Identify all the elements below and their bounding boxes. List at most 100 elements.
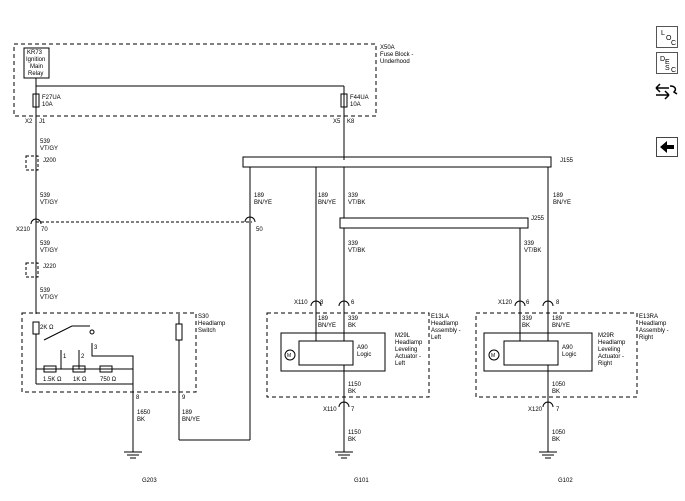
j155-label: J155 xyxy=(560,158,574,164)
m29l-name-4: Left xyxy=(395,361,405,367)
description-letter-d: D xyxy=(660,56,666,63)
wire-bk-f: BK xyxy=(552,389,560,395)
wire-bnye-e: BN/YE xyxy=(318,323,336,329)
ground-g101: G101 xyxy=(354,478,369,484)
s30-terminal-1: 1 xyxy=(63,354,67,360)
wire-539-d: 539 xyxy=(40,288,51,294)
s30-pin-8: 8 xyxy=(136,395,140,401)
location-letter-l: L xyxy=(661,30,665,37)
wire-539-b: 539 xyxy=(40,193,51,199)
wire-339-b: 339 xyxy=(348,241,359,247)
f44ua-amp: 10A xyxy=(350,102,361,108)
x110-pin-8: 8 xyxy=(320,300,324,306)
s30-r-750: 750 Ω xyxy=(100,377,117,383)
x120-bottom-label: X120 xyxy=(528,407,543,413)
m29r-logic-a: A90 xyxy=(562,345,573,351)
wire-bk-g: BK xyxy=(552,437,560,443)
e13la-name-2: Assembly - xyxy=(431,328,461,334)
splice-j255 xyxy=(339,217,529,229)
x110-top-label: X110 xyxy=(294,300,308,306)
resistor-2k xyxy=(32,321,40,335)
fuse-f44ua xyxy=(340,93,348,108)
m29l-name-3: Actuator - xyxy=(395,354,421,360)
f27ua-pin-b: J1 xyxy=(39,119,46,125)
x210-pin-50: 50 xyxy=(256,227,263,233)
fuse-block-x50a-outline xyxy=(13,43,377,117)
x120-pin-6: 6 xyxy=(526,300,530,306)
wire-539-c: 539 xyxy=(40,241,51,247)
headlamp-e13ra-outline xyxy=(475,312,638,398)
m29r-motor-label: M xyxy=(491,353,495,359)
wire-1150-b: 1150 xyxy=(348,430,362,436)
e13ra-name-1: Headlamp xyxy=(639,321,667,327)
m29r-label: M29R xyxy=(598,333,615,339)
splice-j220 xyxy=(25,262,39,278)
back-button[interactable] xyxy=(656,137,678,157)
m29r-logic-b: Logic xyxy=(562,352,576,358)
s30-terminal-3: 3 xyxy=(94,345,98,351)
x110-pin-7: 7 xyxy=(351,407,355,413)
wire-vtgy-b: VT/GY xyxy=(40,200,58,206)
e13ra-name-3: Right xyxy=(639,335,653,341)
f27ua-label: F27UA xyxy=(42,95,61,101)
fuse-bus xyxy=(35,78,344,87)
kr73-label-3: Main xyxy=(30,64,43,70)
m29l-logic-a: A90 xyxy=(357,345,368,351)
s30-name-1: Headlamp xyxy=(198,321,226,327)
wire-bnye-f: BN/YE xyxy=(552,323,570,329)
x50a-name-1: Fuse Block - xyxy=(380,52,413,58)
x210-pin-70: 70 xyxy=(41,227,48,233)
x110-bottom-label: X110 xyxy=(323,407,337,413)
wire-189-e: 189 xyxy=(318,316,329,322)
ground-g102-symbol xyxy=(539,451,557,459)
actuator-m29l-box xyxy=(280,332,386,372)
kr73-label-1: KR73 xyxy=(27,50,43,56)
m29l-name-1: Headlamp xyxy=(395,340,423,346)
wire-1050-b: 1050 xyxy=(552,430,566,436)
e13la-name-1: Headlamp xyxy=(431,321,459,327)
wire-339-c: 339 xyxy=(524,241,535,247)
e13la-label: E13LA xyxy=(431,314,449,320)
navigate-icon[interactable] xyxy=(653,80,681,102)
kr73-label-4: Relay xyxy=(28,71,43,77)
wire-1650: 1650 xyxy=(137,410,151,416)
f27ua-pin-a: X2 xyxy=(25,119,33,125)
motor-left xyxy=(284,349,296,361)
wire-189-b: 189 xyxy=(318,193,329,199)
logic-a90-right xyxy=(503,340,559,366)
f27ua-amp: 10A xyxy=(42,102,53,108)
wire-539-a: 539 xyxy=(40,139,51,145)
switch-s30-outline xyxy=(21,312,197,393)
m29r-name-2: Leveling xyxy=(598,347,620,353)
j220-label: J220 xyxy=(43,264,57,270)
s30-label: S30 xyxy=(198,314,209,320)
description-letter-s: S xyxy=(665,65,670,72)
location-button[interactable]: L O C xyxy=(656,26,678,48)
wire-339-e: 339 xyxy=(522,316,533,322)
wire-vtgy-c: VT/GY xyxy=(40,248,58,254)
x120-top-label: X120 xyxy=(498,300,513,306)
e13la-name-3: Left xyxy=(431,335,441,341)
wire-1150-a: 1150 xyxy=(348,382,362,388)
wire-189-c: 189 xyxy=(553,193,564,199)
wire-bnye-b: BN/YE xyxy=(318,200,336,206)
wire-189-a: 189 xyxy=(254,193,265,199)
x120-pin-7: 7 xyxy=(556,407,560,413)
location-letter-o: O xyxy=(666,35,672,42)
wire-189-f: 189 xyxy=(552,316,563,322)
description-letter-e: E xyxy=(665,59,670,66)
wire-1050-a: 1050 xyxy=(552,382,566,388)
wire-bk-c: BK xyxy=(348,389,356,395)
wire-bk-e: BK xyxy=(522,323,530,329)
s30-name-2: Switch xyxy=(198,328,216,334)
j255-label: J255 xyxy=(531,216,545,222)
ground-g203: G203 xyxy=(142,478,157,484)
wire-bnye-c: BN/YE xyxy=(553,200,571,206)
m29l-label: M29L xyxy=(395,333,411,339)
s30-pin-9: 9 xyxy=(182,395,186,401)
m29r-name-4: Right xyxy=(598,361,612,367)
j200-label: J200 xyxy=(43,158,57,164)
logic-a90-left xyxy=(298,340,354,366)
description-button[interactable]: D E S C xyxy=(656,52,678,74)
